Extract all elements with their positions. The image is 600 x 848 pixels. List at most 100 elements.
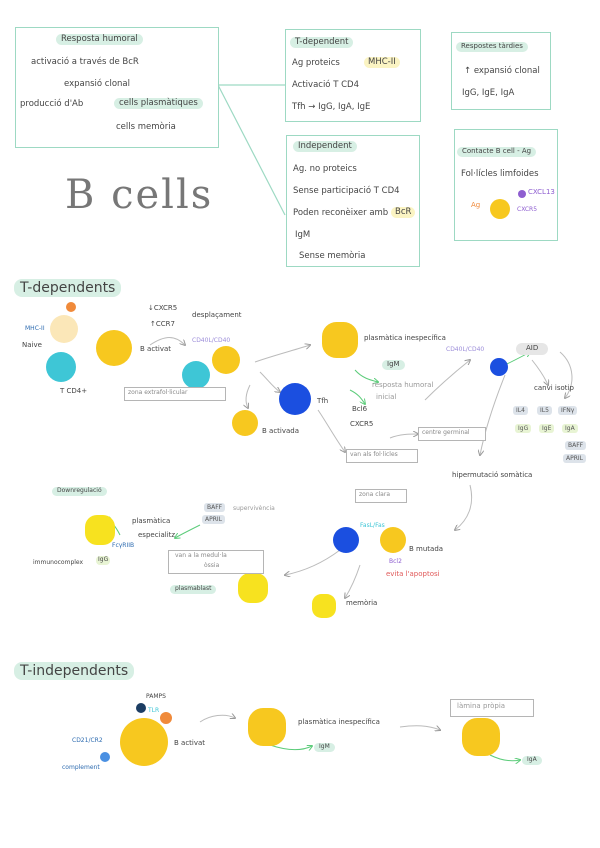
tcd4-label: T CD4+ <box>60 387 88 395</box>
indep-header: Independent <box>293 141 357 153</box>
baff2-chip: BAFF <box>204 503 226 512</box>
indep-line3b: BcR <box>391 207 416 219</box>
cxcl13-dot <box>518 190 526 198</box>
medula-label: van a la medul·la <box>175 552 227 559</box>
contacte-r1: CXCL13 <box>528 188 555 196</box>
evita-label: evita l'apoptosi <box>386 570 440 578</box>
lamina-label: làmina pròpia <box>457 702 506 710</box>
isotip-chip-igg: IgG <box>515 424 532 433</box>
b-mutada-label: B mutada <box>409 545 444 553</box>
lamina-box: làmina pròpia <box>450 699 534 717</box>
ossia-label: òssia <box>204 562 220 569</box>
tdep-line1a: Ag proteics <box>292 58 340 68</box>
cap-als-label: van als fol·licles <box>350 451 398 458</box>
naive-label: Naive <box>22 341 42 349</box>
tdep-box: T-dependent Ag proteics MHC-II Activació… <box>285 29 421 122</box>
tcd4-cell-2 <box>182 361 210 389</box>
tindep-plasm-label: plasmàtica inespecífica <box>298 718 380 726</box>
tdep-header: T-dependent <box>290 37 354 49</box>
humoral-box: Resposta humoral activació a través de B… <box>15 27 219 148</box>
bcell-activat <box>96 330 132 366</box>
immuno-label: immunocomplex <box>33 559 84 566</box>
tindep-plasma-cell <box>248 708 286 746</box>
memory-cell <box>312 594 336 618</box>
tindep-ag-dot <box>160 712 172 724</box>
bcl6-label: Bcl6 <box>352 405 368 413</box>
tdep-line1b: MHC-II <box>364 57 400 69</box>
tcd4-cell <box>46 352 76 382</box>
igg-label: IgG <box>96 556 111 565</box>
bcell-activada <box>232 410 258 436</box>
tardies-header: Respostes tàrdies <box>456 42 528 52</box>
humoral-line4: cells memòria <box>116 122 176 132</box>
isotip-chip-iga: IgA <box>562 424 578 433</box>
b-activat-label: B activat <box>140 345 172 353</box>
april-chip: APRIL <box>563 454 587 463</box>
indep-line5: Sense memòria <box>299 251 366 261</box>
ccr7-label: ↑CCR7 <box>150 320 175 328</box>
page-title: B cells <box>65 172 214 218</box>
isotip-chip-il5: IL5 <box>537 406 552 415</box>
cap-als-box: van als fol·licles <box>346 449 418 463</box>
b-activada-label: B activada <box>262 427 300 435</box>
tindep-iga-label: IgA <box>522 756 542 765</box>
fcgriib-label: FcγRIIB <box>112 542 135 549</box>
tfh-cell-2 <box>490 358 508 376</box>
zona-clara-label: zona clara <box>359 491 390 498</box>
igm-label: IgM <box>382 360 405 370</box>
antigen-dot <box>66 302 76 312</box>
tlr-label: TLR <box>148 707 160 714</box>
indep-line3a: Poden reconèixer amb <box>293 208 389 218</box>
centre-box: centre germinal <box>418 427 486 441</box>
tdependents-section: T-dependents <box>14 279 122 297</box>
zona-extraf-box: zona extrafol·licular <box>124 387 226 401</box>
cxcr5-label: ↓CXCR5 <box>148 304 178 312</box>
bcl2-label: Bcl2 <box>389 558 402 565</box>
contacte-ag: Ag <box>471 201 481 209</box>
plasma-esp-cell <box>85 515 115 545</box>
desplacament-label: desplaçament <box>192 311 242 319</box>
cd40b-label: CD40L/CD40 <box>446 346 485 353</box>
isotip-chip-ige: IgE <box>539 424 555 433</box>
tfh-cell-3 <box>333 527 359 553</box>
isotip-chip-ifng: IFNγ <box>558 406 578 415</box>
zona-clara-box: zona clara <box>355 489 407 503</box>
contacte-line1: Fol·lícles limfoides <box>461 169 539 179</box>
complement-dot <box>100 752 110 762</box>
contacte-bcell <box>490 199 510 219</box>
pamps-dot <box>136 703 146 713</box>
tindep-igm-label: IgM <box>314 743 335 752</box>
plasma-inesp-cell <box>322 322 358 358</box>
canvi-label: canvi isotip <box>534 384 574 392</box>
supervivencia-label: supervivència <box>233 505 275 512</box>
tindep-bcell <box>120 718 168 766</box>
centre-label: centre germinal <box>422 429 470 436</box>
fas-label: FasL/Fas <box>360 522 385 529</box>
indep-line2: Sense participació T CD4 <box>293 186 400 196</box>
humoral-line3b: cells plasmàtiques <box>114 98 203 110</box>
bcell-contact <box>212 346 240 374</box>
plasmablast-label: plasmablast <box>170 585 217 594</box>
resposta-label: resposta humoral <box>372 381 434 389</box>
indep-line1: Ag. no proteics <box>293 164 357 174</box>
isotip-chip-il4: IL4 <box>513 406 528 415</box>
indep-box: Independent Ag. no proteics Sense partic… <box>286 135 420 267</box>
naive-bcell <box>50 315 78 343</box>
humoral-line2: expansió clonal <box>64 79 130 89</box>
plasm-inesp-label: plasmàtica inespecífica <box>364 334 446 342</box>
bcell-mutada <box>380 527 406 553</box>
complement-label: complement <box>62 764 100 771</box>
memoria-label: memòria <box>346 599 378 607</box>
plasm-esp-label: plasmàtica <box>132 517 171 525</box>
aid-label: AID <box>516 343 549 355</box>
zona-extraf-label: zona extrafol·licular <box>128 389 188 396</box>
humoral-line1: activació a través de BcR <box>31 57 139 67</box>
plasmablast-cell <box>238 573 268 603</box>
tdep-line2: Activació T CD4 <box>292 80 359 90</box>
tardies-box: Respostes tàrdies ↑ expansió clonal IgG,… <box>451 32 551 110</box>
cxcr5b-label: CXCR5 <box>350 420 374 428</box>
indep-line4: IgM <box>295 230 311 240</box>
medula-box: van a la medul·la òssia <box>168 550 264 574</box>
humoral-line3a: producció d'Ab <box>20 99 84 109</box>
hiper-label: hipermutació somàtica <box>452 471 533 479</box>
